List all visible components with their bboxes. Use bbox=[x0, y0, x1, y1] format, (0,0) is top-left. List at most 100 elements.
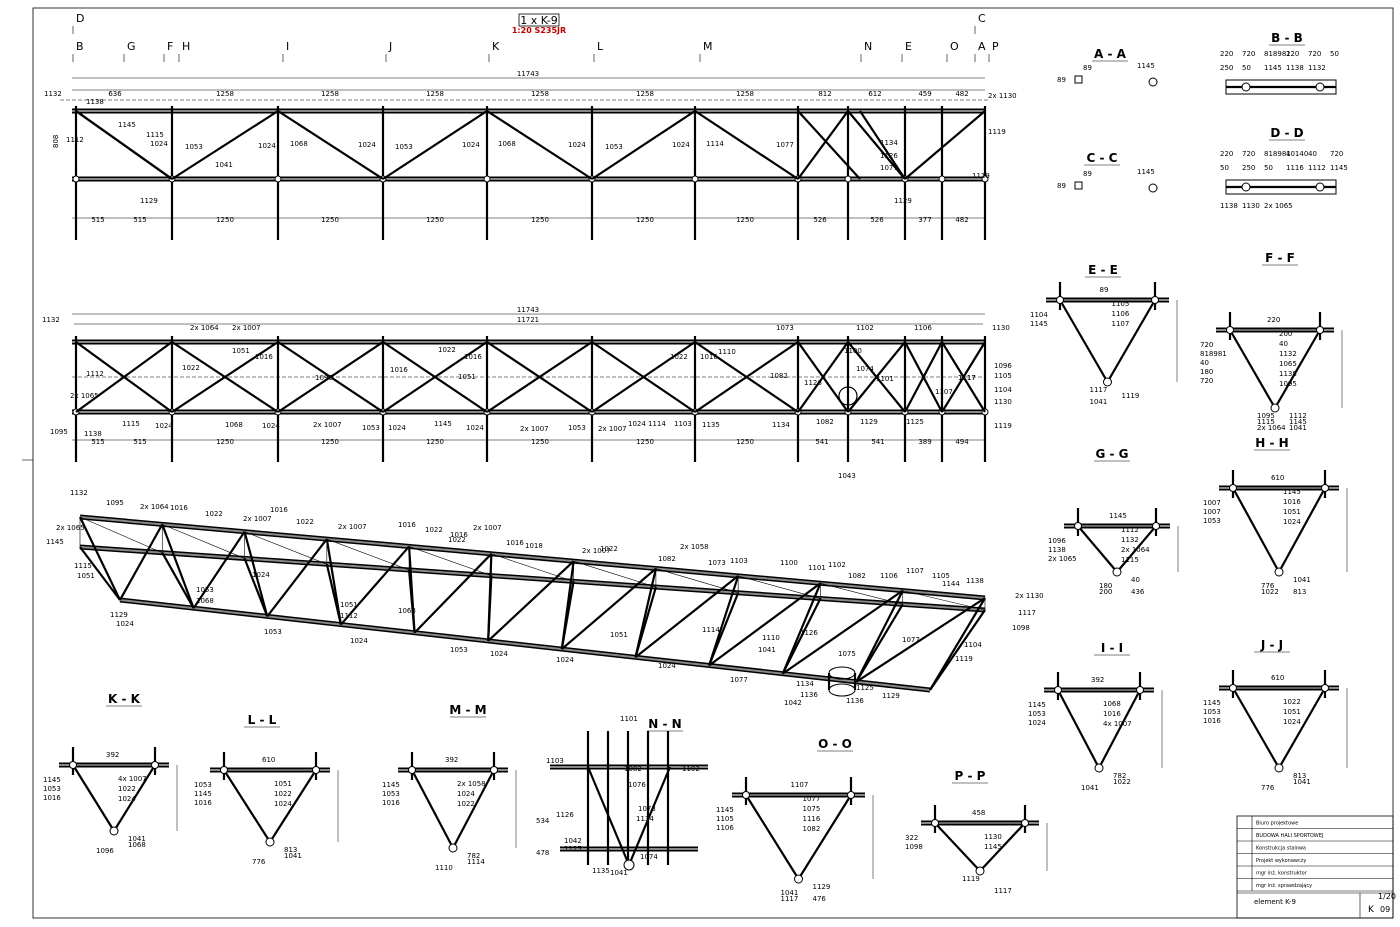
section-gg-node-r bbox=[1152, 522, 1160, 530]
iso-chord-b-inner bbox=[79, 546, 986, 611]
iso-label-50: 1126 bbox=[800, 629, 818, 637]
section-ee-label-6: 1117 bbox=[1090, 386, 1108, 394]
plan-diag-b-5 bbox=[591, 341, 696, 413]
front-bottom-dim-3: 1250 bbox=[321, 216, 339, 224]
section-jj-node-l bbox=[1229, 684, 1237, 692]
plan-top-member-3: 1102 bbox=[856, 324, 874, 332]
section-oo: O - O11071145110511061077107511161082111… bbox=[716, 737, 874, 903]
section-dd-label-8: 50 bbox=[1264, 164, 1273, 172]
plan-lower-member-5: 1053 bbox=[362, 424, 380, 432]
section-hh-label-8: 1022 bbox=[1261, 588, 1279, 596]
section-ff-title: F - F bbox=[1265, 251, 1295, 265]
section-jj-label-7: 1041 bbox=[1293, 778, 1311, 786]
iso-brace-side-4 bbox=[413, 553, 493, 634]
section-letter-0: D bbox=[76, 12, 84, 25]
section-bb-title: B - B bbox=[1271, 31, 1303, 45]
iso-label-34: 1051 bbox=[77, 572, 95, 580]
section-nn-diag-r bbox=[627, 766, 672, 866]
section-jj-label-0: 610 bbox=[1271, 674, 1284, 682]
plan-diag-b-0 bbox=[75, 341, 173, 413]
front-member-label-15: 1077 bbox=[776, 141, 794, 149]
section-cc-plate bbox=[1074, 181, 1083, 190]
iso-label-66: 1077 bbox=[730, 676, 748, 684]
iso-label-49: 1024 bbox=[490, 650, 508, 658]
section-dd-title: D - D bbox=[1270, 126, 1303, 140]
iso-label-10: 1022 bbox=[425, 526, 443, 534]
section-letter-4: H bbox=[182, 40, 190, 53]
section-ff-label-0: 220 bbox=[1267, 316, 1280, 324]
plan-diag-b-1 bbox=[171, 341, 279, 413]
section-bb-node-r bbox=[1315, 82, 1325, 92]
iso-label-48: 1041 bbox=[758, 646, 776, 654]
section-letter-14: P bbox=[992, 40, 999, 53]
plan-diag-b-7 bbox=[797, 341, 849, 413]
section-hh-label-10: 776 bbox=[1261, 582, 1275, 590]
iso-label-44: 1024 bbox=[350, 637, 368, 645]
iso-label-45: 1051 bbox=[610, 631, 628, 639]
section-hh-label-0: 610 bbox=[1271, 474, 1284, 482]
section-oo-node-r bbox=[847, 791, 855, 799]
section-ff-label-12: 1095 bbox=[1257, 412, 1275, 420]
plan-top-member-2: 1073 bbox=[776, 324, 794, 332]
section-dd-label-3: 40140 bbox=[1286, 150, 1308, 158]
front-member-label-8: 1053 bbox=[395, 143, 413, 151]
iso-frame-ac-2 bbox=[243, 531, 269, 617]
section-kk-label-4: 4x 1007 bbox=[118, 775, 147, 783]
section-gg-label-1: 1096 bbox=[1048, 537, 1066, 545]
section-pp-node-l bbox=[931, 819, 939, 827]
plan-diag-b-4 bbox=[486, 341, 593, 413]
section-pp-label-0: 458 bbox=[972, 809, 985, 817]
front-overall-length: 11743 bbox=[517, 70, 539, 78]
section-ll-node-b bbox=[265, 837, 275, 847]
section-ff-label-10: 1138 bbox=[1279, 370, 1297, 378]
front-node-4 bbox=[483, 175, 491, 183]
iso-frame-bc-6 bbox=[560, 581, 575, 650]
plan-diag-b-9 bbox=[904, 341, 943, 413]
section-bb-label-5: 50 bbox=[1330, 50, 1339, 58]
title-block-row-4: mgr inż. konstruktor bbox=[1256, 871, 1308, 877]
iso-brace-side-1 bbox=[192, 531, 246, 609]
section-aa-tube bbox=[1148, 77, 1158, 87]
front-diagonal-2 bbox=[277, 110, 384, 180]
section-nn-label-3: 1102 bbox=[682, 765, 700, 773]
front-member-label-5: 1024 bbox=[258, 142, 276, 150]
section-nn-label-8: 1042 bbox=[564, 837, 582, 845]
plan-bottom-dim-10: 389 bbox=[918, 438, 931, 446]
section-gg-left-leg bbox=[1077, 525, 1118, 573]
iso-frame-bc-9 bbox=[781, 598, 822, 675]
iso-label-11: 1016 bbox=[450, 531, 468, 539]
iso-label-27: 1107 bbox=[906, 567, 924, 575]
iso-label-56: 1136 bbox=[846, 697, 864, 705]
section-mm-right-leg bbox=[452, 769, 495, 849]
section-gg-label-3: 2x 1065 bbox=[1048, 555, 1077, 563]
front-diagonal-5 bbox=[591, 110, 696, 180]
section-letter-15: C bbox=[978, 12, 986, 25]
plan-member-7: 1016 bbox=[464, 353, 482, 361]
front-bottom-dim-11: 482 bbox=[955, 216, 968, 224]
iso-label-26: 1106 bbox=[880, 572, 898, 580]
plan-bottom-dim-4: 1250 bbox=[426, 438, 444, 446]
front-node-11 bbox=[981, 175, 989, 183]
section-pp-label-3: 1130 bbox=[984, 833, 1002, 841]
iso-label-40: 1112 bbox=[340, 612, 358, 620]
section-hh-label-2: 1007 bbox=[1203, 508, 1221, 516]
section-gg-title: G - G bbox=[1095, 447, 1128, 461]
plan-right-label-1: 1096 bbox=[994, 362, 1012, 370]
iso-label-0: 1132 bbox=[70, 489, 88, 497]
plan-bottom-label: 1043 bbox=[838, 472, 856, 480]
section-mm-label-6: 1022 bbox=[457, 800, 475, 808]
section-mm-label-8: 1110 bbox=[435, 864, 453, 872]
iso-frame-bc-8 bbox=[708, 592, 740, 666]
front-top-dim-3: 1258 bbox=[426, 90, 444, 98]
title-block-row-0: Biuro projektowe bbox=[1256, 821, 1298, 827]
section-ee-left-leg bbox=[1059, 299, 1109, 383]
plan-bottom-dim-9: 541 bbox=[871, 438, 884, 446]
front-diagonals bbox=[75, 110, 986, 180]
plan-lower-member-3: 1024 bbox=[262, 422, 280, 430]
plan-left-label-2: 1095 bbox=[50, 428, 68, 436]
